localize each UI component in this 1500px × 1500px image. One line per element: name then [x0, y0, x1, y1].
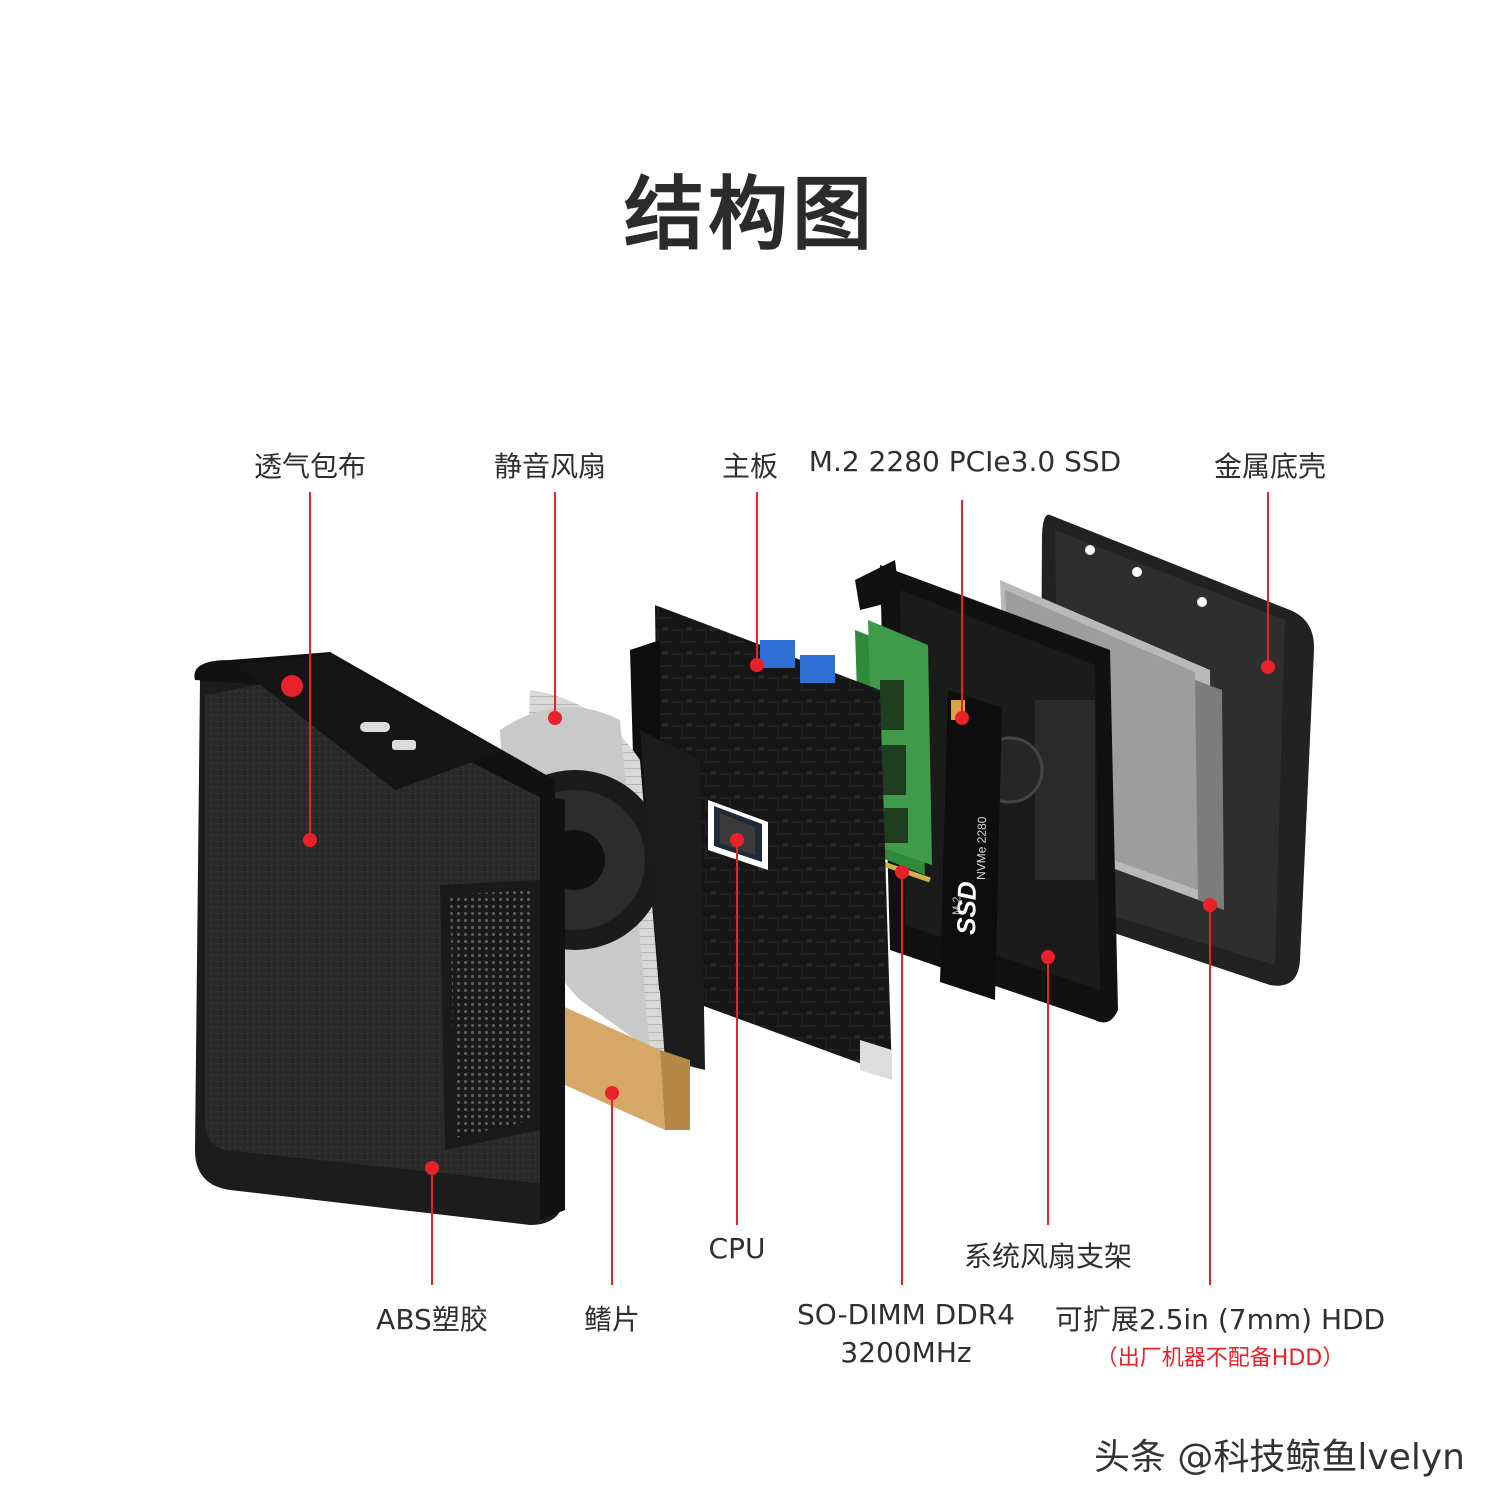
ssd-module: SSD M.2 NVMe 2280: [940, 690, 1002, 1000]
ssd-brand-text: SSD: [951, 881, 982, 935]
ssd-model-text: M.2: [951, 897, 963, 916]
label-ssd: M.2 2280 PCIe3.0 SSD: [808, 445, 1122, 478]
copper-fins: [560, 1005, 690, 1130]
label-fabric: 透气包布: [253, 450, 367, 483]
label-ram-line1: SO-DIMM DDR4: [796, 1298, 1016, 1331]
hdd-note: （出厂机器不配备HDD）: [1095, 1346, 1345, 1371]
label-abs-plastic: ABS塑胶: [376, 1303, 488, 1336]
label-hdd: 可扩展2.5in (7mm) HDD: [1054, 1303, 1386, 1336]
case-body: [194, 652, 565, 1225]
ssd-spec-text: NVMe 2280: [974, 816, 989, 880]
label-fins: 鳍片: [583, 1303, 641, 1336]
label-ram-line2: 3200MHz: [840, 1336, 972, 1369]
watermark: 头条 @科技鲸鱼lvelyn: [1093, 1437, 1465, 1478]
label-silent-fan: 静音风扇: [493, 450, 607, 483]
label-metal-shell: 金属底壳: [1213, 450, 1327, 483]
label-fan-bracket: 系统风扇支架: [963, 1240, 1133, 1273]
page-title: 结构图: [624, 168, 876, 261]
leader-lines: [303, 492, 1275, 1285]
label-cpu: CPU: [708, 1232, 766, 1265]
label-motherboard: 主板: [721, 450, 779, 483]
